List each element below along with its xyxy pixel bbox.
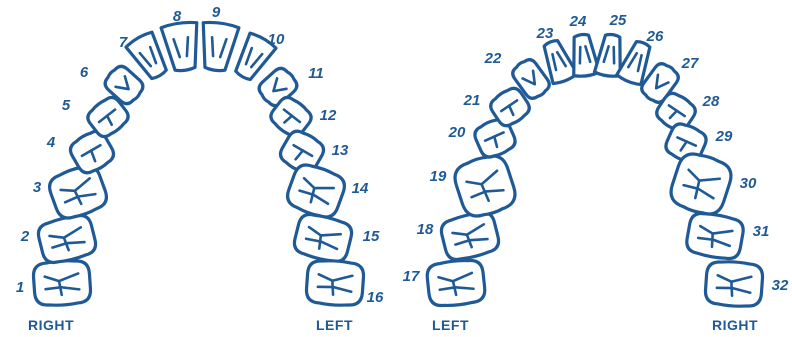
tooth-19[interactable] <box>451 151 520 221</box>
tooth-outline <box>667 149 736 219</box>
tooth-30[interactable] <box>667 149 736 219</box>
tooth-number: 19 <box>430 168 447 185</box>
tooth-number: 28 <box>702 93 720 110</box>
upper-right-label: RIGHT <box>28 317 74 333</box>
tooth-number: 16 <box>367 289 384 306</box>
tooth-16[interactable] <box>306 259 365 307</box>
tooth-outline <box>705 260 764 308</box>
tooth-outline <box>306 259 365 307</box>
tooth-number: 5 <box>62 97 71 114</box>
tooth-number: 8 <box>173 8 182 25</box>
tooth-number: 27 <box>681 55 699 72</box>
tooth-9[interactable] <box>197 21 239 73</box>
tooth-number: 17 <box>403 268 420 285</box>
tooth-outline <box>292 211 355 265</box>
tooth-number: 32 <box>772 277 789 294</box>
tooth-outline <box>439 209 502 263</box>
tooth-number: 22 <box>484 50 502 67</box>
tooth-number: 7 <box>119 34 128 51</box>
tooth-31[interactable] <box>685 211 745 262</box>
tooth-number: 21 <box>463 92 481 109</box>
tooth-outline <box>161 21 203 73</box>
tooth-number: 25 <box>609 12 627 29</box>
tooth-number: 30 <box>740 175 757 192</box>
tooth-number: 13 <box>332 142 349 159</box>
tooth-number: 4 <box>46 134 56 151</box>
tooth-number: 29 <box>715 128 733 145</box>
tooth-number: 15 <box>363 228 380 245</box>
tooth-14[interactable] <box>284 160 349 221</box>
tooth-18[interactable] <box>439 209 502 263</box>
tooth-number: 9 <box>212 4 221 21</box>
tooth-number: 1 <box>16 279 24 296</box>
tooth-outline <box>685 211 745 262</box>
tooth-number: 10 <box>268 31 285 48</box>
tooth-outline <box>46 161 111 222</box>
tooth-8[interactable] <box>161 21 203 73</box>
tooth-number: 18 <box>417 221 434 238</box>
tooth-3[interactable] <box>46 161 111 222</box>
tooth-number: 3 <box>33 179 42 196</box>
tooth-2[interactable] <box>36 212 99 266</box>
tooth-number: 2 <box>20 228 30 245</box>
tooth-number: 23 <box>536 25 554 42</box>
lower-left-label: LEFT <box>432 317 469 333</box>
tooth-17[interactable] <box>426 258 486 308</box>
upper-left-label: LEFT <box>316 317 353 333</box>
lower-right-label: RIGHT <box>712 317 758 333</box>
tooth-outline <box>426 258 486 308</box>
tooth-number: 26 <box>646 28 664 45</box>
tooth-number: 24 <box>569 13 587 30</box>
tooth-1[interactable] <box>33 259 92 307</box>
tooth-number: 14 <box>352 180 369 197</box>
tooth-outline <box>284 160 349 221</box>
tooth-outline <box>451 151 520 221</box>
tooth-number: 20 <box>448 124 466 141</box>
tooth-outline <box>36 212 99 266</box>
tooth-number: 11 <box>308 65 324 82</box>
tooth-number: 12 <box>320 107 337 124</box>
tooth-outline <box>33 259 92 307</box>
tooth-number: 6 <box>80 64 89 81</box>
tooth-number: 31 <box>753 223 770 240</box>
tooth-15[interactable] <box>292 211 355 265</box>
tooth-32[interactable] <box>705 260 764 308</box>
tooth-outline <box>197 21 239 73</box>
lower-arch: 17 18 19 20 21 22 23 24 25 26 27 28 29 30 31 32 <box>403 12 789 308</box>
